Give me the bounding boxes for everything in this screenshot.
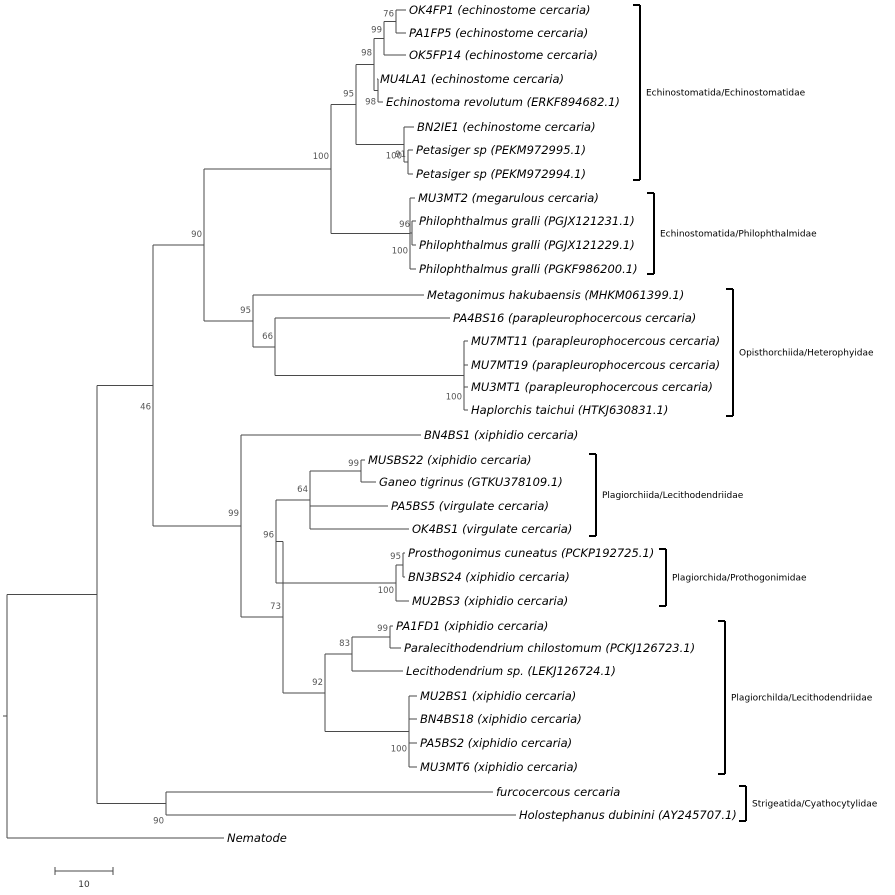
bootstrap-value: 99: [228, 509, 239, 519]
bootstrap-value: 95: [240, 306, 251, 316]
bootstrap-value: 90: [153, 817, 164, 827]
taxon-label: MU2BS3 (xiphidio cercaria): [412, 594, 568, 608]
taxon-label: Prosthogonimus cuneatus (PCKP192725.1): [408, 546, 654, 560]
taxon-label: Holostephanus dubinini (AY245707.1): [519, 808, 737, 822]
taxon-label: Ganeo tigrinus (GTKU378109.1): [379, 475, 563, 489]
bootstrap-value: 91: [395, 150, 406, 160]
taxon-label: Haplorchis taichui (HTKJ630831.1): [471, 403, 668, 417]
taxon-label: Paralecithodendrium chilostomum (PCKJ126…: [404, 641, 695, 655]
bootstrap-value: 100: [386, 152, 402, 162]
taxon-label: Philophthalmus gralli (PGKF986200.1): [419, 262, 638, 276]
clade-label: Opisthorchiida/Heterophyidae: [739, 349, 874, 359]
tree-branches: [3, 9, 516, 839]
bootstrap-value: 66: [262, 332, 273, 342]
taxon-label: Petasiger sp (PEKM972995.1): [416, 143, 586, 157]
taxon-label: OK5FP14 (echinostome cercaria): [409, 48, 598, 62]
taxon-label: PA4BS16 (parapleurophocercous cercaria): [453, 311, 696, 325]
taxon-label: MU3MT2 (megarulous cercaria): [418, 191, 599, 205]
bootstrap-value: 100: [378, 586, 394, 596]
taxon-label: PA5BS5 (virgulate cercaria): [391, 499, 549, 513]
taxon-label: MU4LA1 (echinostome cercaria): [380, 72, 564, 86]
bootstrap-values: 7699989891100959610010010066959099649510…: [140, 10, 462, 827]
taxon-label: OK4FP1 (echinostome cercaria): [409, 3, 591, 17]
taxon-label: MU3MT6 (xiphidio cercaria): [420, 760, 578, 774]
taxon-label: Echinostoma revolutum (ERKF894682.1): [386, 95, 620, 109]
bootstrap-value: 96: [399, 220, 410, 230]
taxon-label: BN3BS24 (xiphidio cercaria): [408, 570, 570, 584]
taxon-label: PA1FD1 (xiphidio cercaria): [396, 619, 548, 633]
taxon-label: PA1FP5 (echinostome cercaria): [409, 26, 588, 40]
clade-brackets: Echinostomatida/EchinostomatidaeEchinost…: [589, 4, 878, 822]
bootstrap-value: 92: [312, 678, 323, 688]
taxon-label: Lecithodendrium sp. (LEKJ126724.1): [406, 664, 616, 678]
taxon-label: Philophthalmus gralli (PGJX121229.1): [419, 238, 635, 252]
bootstrap-value: 100: [446, 393, 462, 403]
taxon-label: BN4BS18 (xiphidio cercaria): [420, 712, 582, 726]
bootstrap-value: 95: [390, 552, 401, 562]
clade-label: Plagiorchilda/Lecithodendriidae: [731, 694, 873, 704]
taxon-label: OK4BS1 (virgulate cercaria): [412, 522, 572, 536]
taxon-label: Nematode: [227, 831, 287, 845]
clade-label: Echinostomatida/Philophthalmidae: [660, 230, 817, 240]
taxon-label: Metagonimus hakubaensis (MHKM061399.1): [427, 288, 684, 302]
bootstrap-value: 90: [191, 230, 202, 240]
bootstrap-value: 64: [297, 485, 308, 495]
bootstrap-value: 99: [371, 25, 382, 35]
bootstrap-value: 98: [365, 98, 376, 108]
bootstrap-value: 100: [392, 247, 408, 257]
bootstrap-value: 100: [313, 152, 329, 162]
clade-label: Plagiorchida/Prothogonimidae: [672, 574, 807, 584]
bootstrap-value: 83: [339, 639, 350, 649]
taxon-labels: OK4FP1 (echinostome cercaria) PA1FP5 (ech…: [227, 3, 737, 845]
taxon-label: furcocercous cercaria: [496, 785, 620, 799]
taxon-label: PA5BS2 (xiphidio cercaria): [420, 736, 572, 750]
bootstrap-value: 46: [140, 402, 151, 412]
clade-label: Plagiorchiida/Lecithodendriidae: [602, 491, 744, 501]
taxon-label: MU3MT1 (parapleurophocercous cercaria): [471, 380, 713, 394]
clade-label: Echinostomatida/Echinostomatidae: [646, 89, 806, 99]
bootstrap-value: 95: [343, 89, 354, 99]
scale-bar: 10: [54, 867, 114, 890]
bootstrap-value: 96: [263, 531, 274, 541]
taxon-label: MU7MT11 (parapleurophocercous cercaria): [471, 334, 720, 348]
taxon-label: BN4BS1 (xiphidio cercaria): [424, 428, 578, 442]
taxon-label: Philophthalmus gralli (PGJX121231.1): [419, 214, 635, 228]
taxon-label: MU2BS1 (xiphidio cercaria): [420, 689, 576, 703]
taxon-label: Petasiger sp (PEKM972994.1): [416, 167, 586, 181]
scale-bar-label: 10: [78, 880, 90, 890]
bootstrap-value: 98: [361, 48, 372, 58]
bootstrap-value: 73: [270, 602, 281, 612]
taxon-label: BN2IE1 (echinostome cercaria): [417, 120, 596, 134]
taxon-label: MU7MT19 (parapleurophocercous cercaria): [471, 358, 720, 372]
bootstrap-value: 99: [348, 459, 359, 469]
clade-label: Strigeatida/Cyathocytylidae: [752, 800, 878, 810]
taxon-label: MUSBS22 (xiphidio cercaria): [368, 453, 532, 467]
bootstrap-value: 76: [383, 10, 394, 20]
bootstrap-value: 99: [377, 624, 388, 634]
bootstrap-value: 100: [391, 745, 407, 755]
